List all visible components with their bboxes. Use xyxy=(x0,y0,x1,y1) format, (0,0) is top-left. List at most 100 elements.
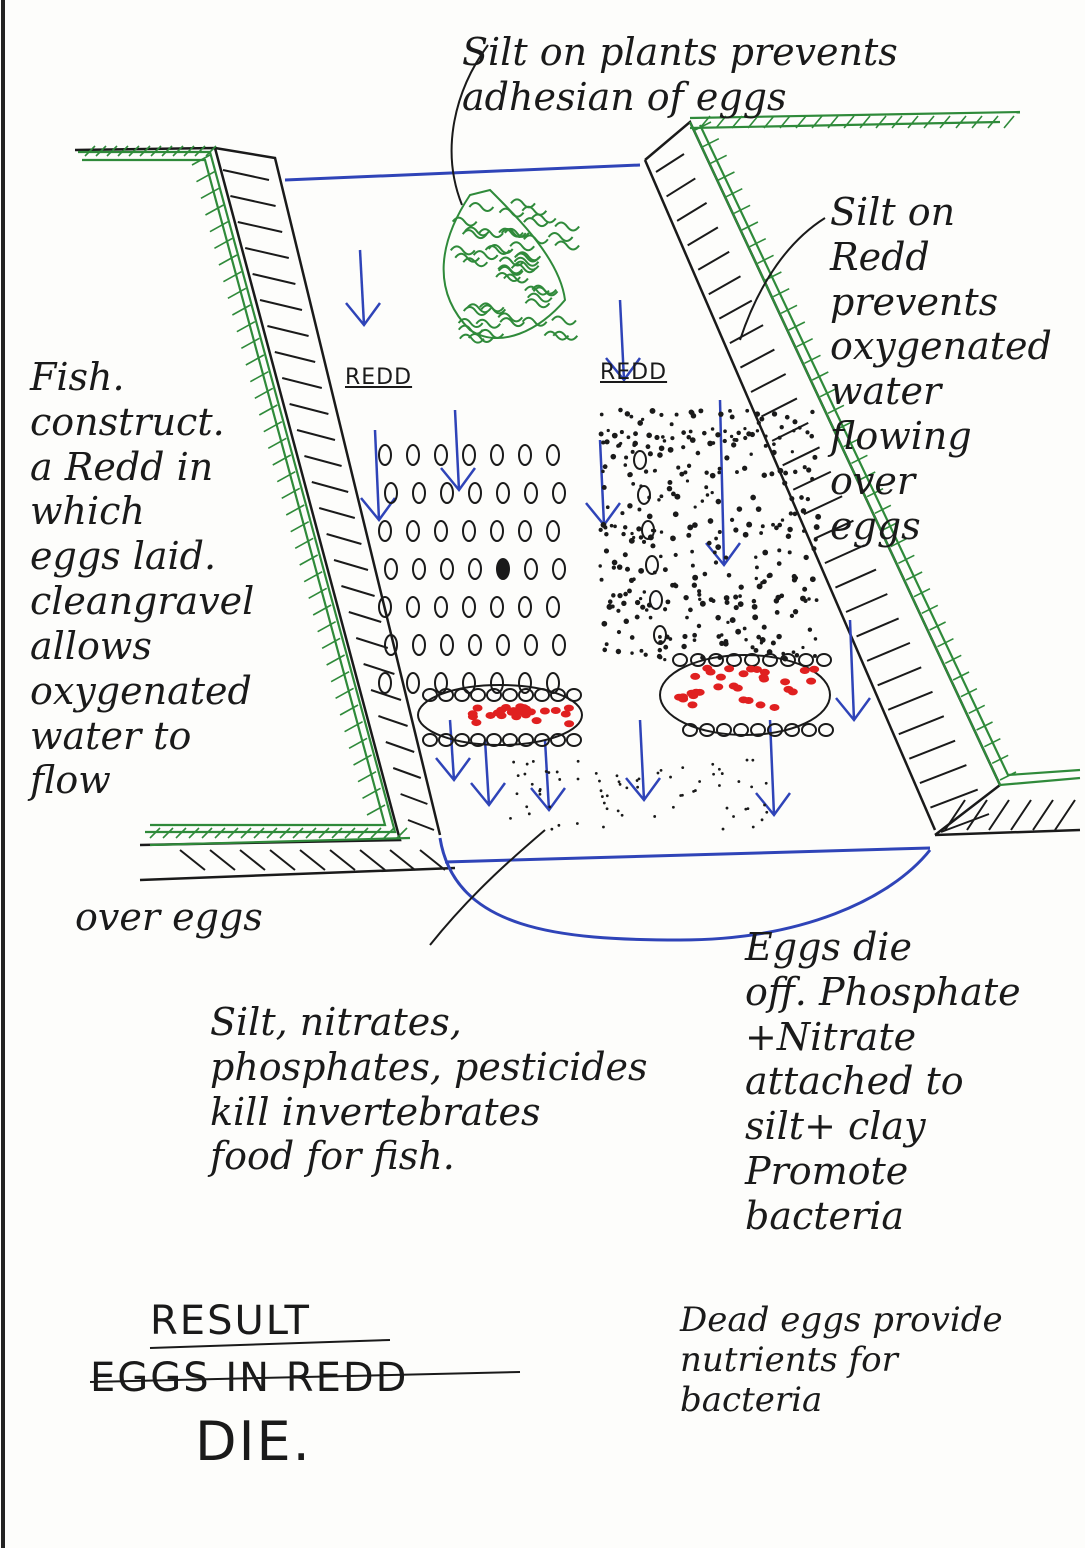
silt-dot xyxy=(704,470,708,474)
silt-dot xyxy=(706,493,709,496)
silt-dot xyxy=(624,455,628,459)
silt-dot xyxy=(789,511,793,515)
silt-dot xyxy=(632,443,636,447)
egg xyxy=(733,685,743,692)
silt-dot xyxy=(595,772,598,775)
silt-dot xyxy=(675,413,679,417)
silt-dot xyxy=(775,610,780,615)
gravel-stone xyxy=(463,521,475,541)
silt-dot xyxy=(663,567,668,572)
silt-dot xyxy=(776,634,781,639)
hatch-stroke xyxy=(899,716,944,734)
silt-dot xyxy=(764,434,767,437)
grass-stroke xyxy=(961,689,977,697)
silt-dot xyxy=(681,644,686,649)
hatch-stroke xyxy=(330,850,355,870)
silt-dot xyxy=(606,505,610,509)
water-plant xyxy=(444,190,580,343)
silt-dot xyxy=(637,508,641,512)
hatch-stroke xyxy=(888,692,932,710)
silt-dot xyxy=(737,780,740,783)
silt-dot xyxy=(778,468,784,474)
grass-stroke xyxy=(210,222,228,232)
gravel-stone xyxy=(567,689,581,701)
gravel-stone xyxy=(407,445,419,465)
flow-arrow-shaft xyxy=(850,620,854,720)
silt-dot xyxy=(801,508,807,514)
gravel-stone xyxy=(525,559,537,579)
egg xyxy=(770,704,780,711)
hatch-stroke xyxy=(667,178,696,196)
silt-dot xyxy=(657,498,660,501)
silt-dot xyxy=(786,534,791,539)
silt-dot xyxy=(602,485,607,490)
hatch-stroke xyxy=(698,252,729,270)
hatch-stroke xyxy=(230,196,275,206)
silt-dot xyxy=(617,810,620,813)
gravel-stone xyxy=(519,689,533,701)
silt-dot xyxy=(700,655,705,660)
silt-dot xyxy=(694,789,697,792)
silt-dot xyxy=(689,430,693,434)
silt-dot xyxy=(687,525,693,531)
hatch-stroke xyxy=(751,374,786,392)
gravel-stone xyxy=(469,559,481,579)
silt-dot xyxy=(725,600,730,605)
silt-dot xyxy=(761,524,765,528)
silt-dot xyxy=(711,491,714,494)
silt-dot xyxy=(650,543,655,548)
grass-stroke xyxy=(214,238,232,248)
silt-dot xyxy=(792,577,797,582)
plant-stroke xyxy=(555,222,579,230)
silt-dot xyxy=(681,794,684,797)
silt-dot xyxy=(718,768,721,771)
silt-dot xyxy=(686,479,689,482)
silt-dot xyxy=(611,604,615,608)
egg xyxy=(564,720,574,727)
silt-dot xyxy=(638,568,644,574)
hatch-stroke xyxy=(835,570,876,588)
silt-dot xyxy=(718,411,723,416)
hatch-stroke xyxy=(719,301,751,319)
silt-dot xyxy=(674,553,678,557)
silt-dot xyxy=(792,429,795,432)
silt-dot xyxy=(694,505,697,508)
silt-dot xyxy=(730,435,733,438)
silt-dot xyxy=(670,422,674,426)
silt-dot xyxy=(639,484,642,487)
silt-dot xyxy=(692,633,697,638)
silt-dot xyxy=(604,532,608,536)
silt-dot xyxy=(772,442,776,446)
silt-dot xyxy=(640,605,645,610)
silt-dot xyxy=(603,464,608,469)
hatch-stroke xyxy=(772,423,808,441)
silt-dot xyxy=(640,649,644,653)
egg xyxy=(690,673,700,680)
hatch-stroke xyxy=(253,274,296,284)
gravel-stone xyxy=(423,734,437,746)
silt-particles xyxy=(509,408,821,831)
silt-dot xyxy=(714,560,718,564)
gravel-stone xyxy=(379,445,391,465)
gravel-stone xyxy=(407,597,419,617)
silt-dot xyxy=(639,535,643,539)
silt-dot xyxy=(711,599,715,603)
silt-dot xyxy=(762,550,768,556)
silt-dot xyxy=(738,601,744,607)
hatch-stroke xyxy=(846,594,887,612)
silt-dot xyxy=(683,595,688,600)
silt-dot xyxy=(621,601,626,606)
silt-dot xyxy=(613,525,617,529)
silt-dot xyxy=(735,470,739,474)
egg xyxy=(540,708,550,715)
silt-dot xyxy=(558,778,561,781)
silt-dot xyxy=(697,593,701,597)
silt-dot xyxy=(743,627,747,631)
silt-dot xyxy=(516,792,519,795)
silt-dot xyxy=(623,592,628,597)
flow-arrow-shaft xyxy=(640,720,644,800)
silt-dot xyxy=(815,598,819,602)
gravel-stone xyxy=(817,654,831,666)
silt-dot xyxy=(762,625,767,630)
